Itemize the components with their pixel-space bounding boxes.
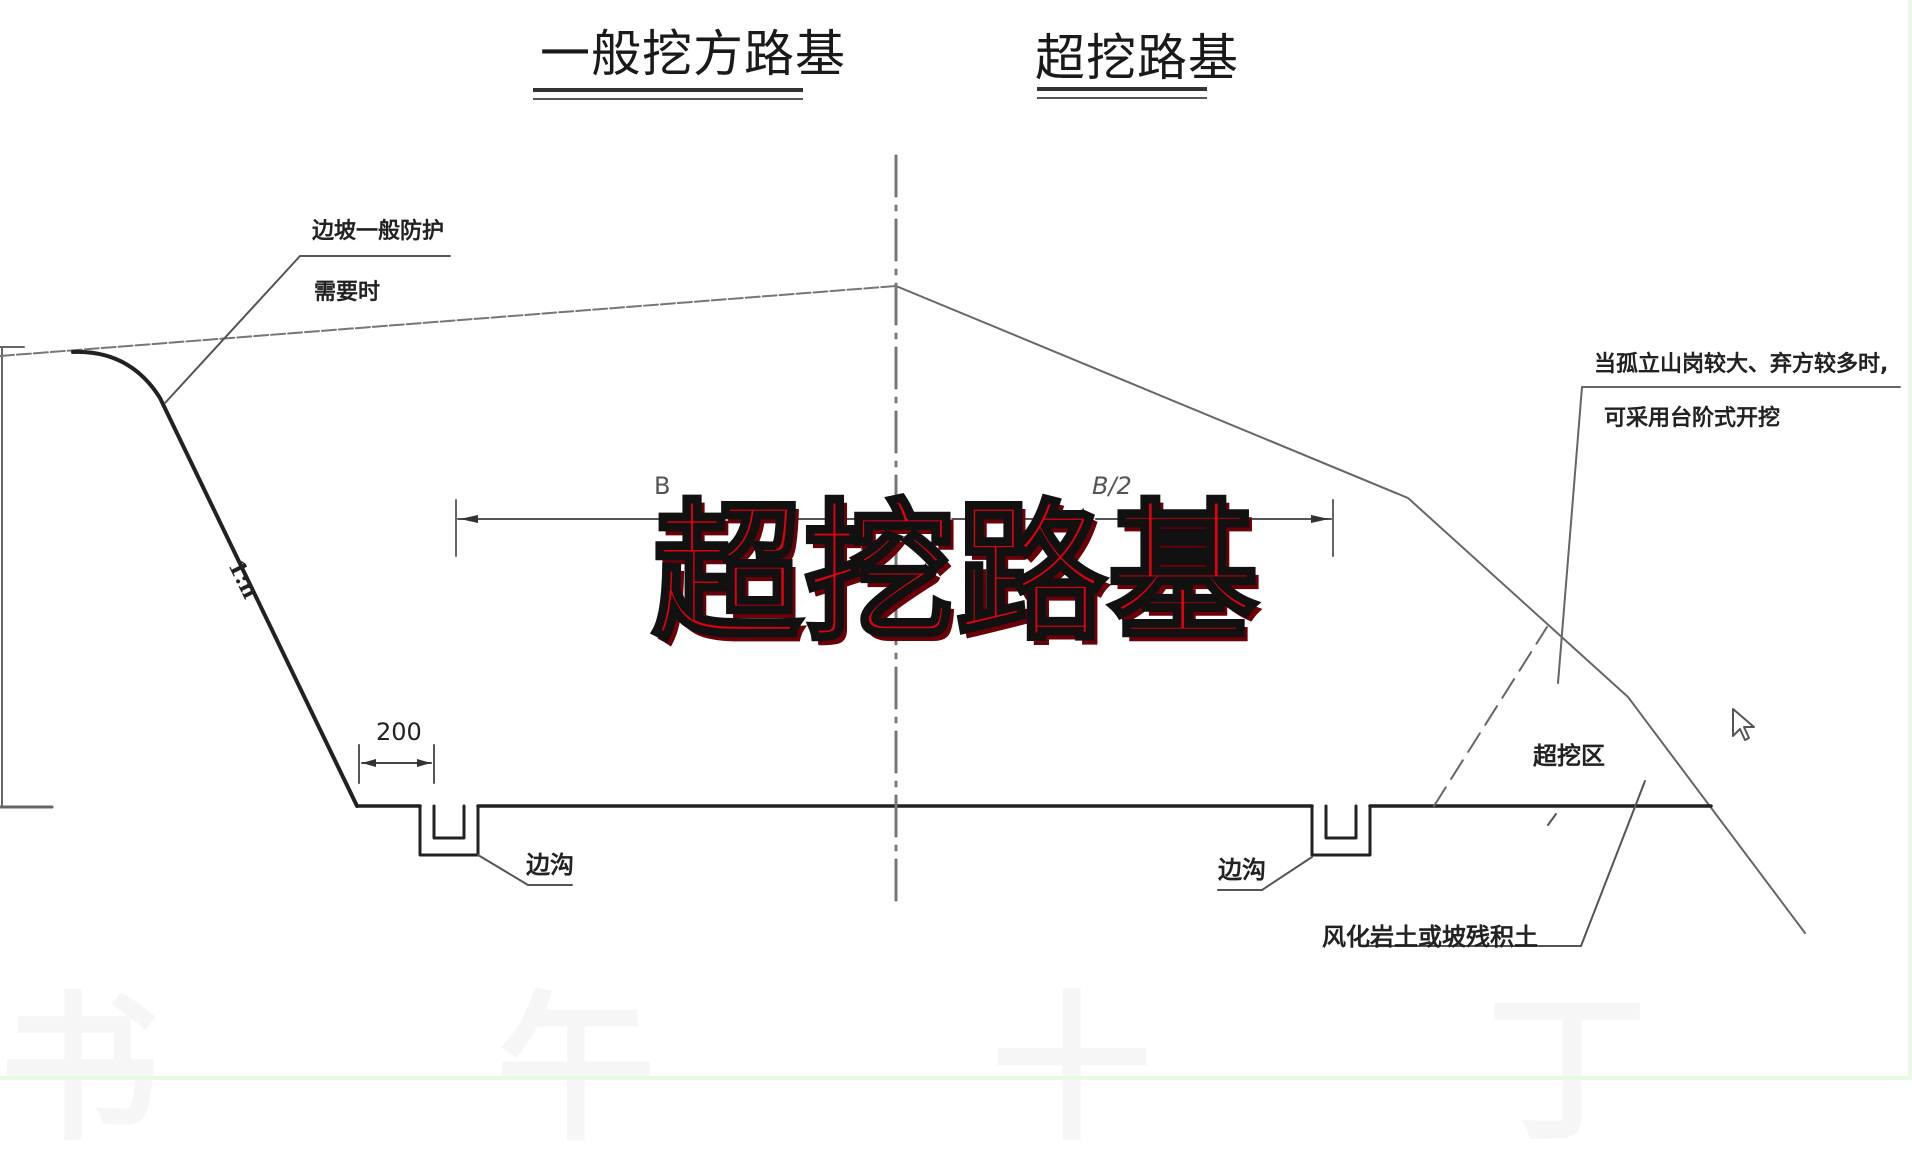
label-weathered-soil: 风化岩土或坡残积土 <box>1322 923 1538 951</box>
title-overexcavation: 超挖路基 <box>1035 29 1239 87</box>
title-general-cut: 一般挖方路基 <box>540 25 846 83</box>
label-overexcavation-zone: 超挖区 <box>1533 742 1605 770</box>
original-ground-right <box>895 285 1806 934</box>
original-ground-left <box>0 285 897 357</box>
label-note-line1: 当孤立山岗较大、弃方较多时, <box>1594 352 1889 377</box>
cross-section-drawing <box>0 154 1901 947</box>
title-underline <box>533 98 803 100</box>
label-note-line2: 可采用台阶式开挖 <box>1604 406 1781 431</box>
frame-edge <box>0 1076 1912 1080</box>
label-ditch-width: 200 <box>376 718 422 746</box>
frame-edge <box>1908 0 1912 1080</box>
slope-protection-leader <box>164 255 451 404</box>
weathered-soil-leader <box>1362 780 1646 947</box>
label-side-ditch-right: 边沟 <box>1218 856 1266 884</box>
cut-slope-left <box>71 349 359 808</box>
label-side-ditch-left: 边沟 <box>526 851 574 879</box>
label-dim-left: B <box>654 472 671 500</box>
side-ditch-right-shape <box>1310 804 1372 857</box>
diagram-canvas: 书 午 十 丁 台 <box>0 0 1912 1080</box>
label-dim-right: B/2 <box>1092 472 1132 500</box>
overlay-caption: 超挖路基 <box>650 485 1260 663</box>
label-slope-protection: 边坡一般防护 <box>312 219 445 244</box>
side-ditch-left-shape <box>418 804 480 857</box>
mouse-cursor-icon <box>1732 708 1755 741</box>
title-underline <box>533 88 803 92</box>
note-leader <box>1557 386 1901 684</box>
title-underline <box>1037 97 1207 99</box>
label-when-needed: 需要时 <box>314 280 381 305</box>
title-underline <box>1037 87 1207 91</box>
overexcavation-boundary <box>1433 626 1548 807</box>
